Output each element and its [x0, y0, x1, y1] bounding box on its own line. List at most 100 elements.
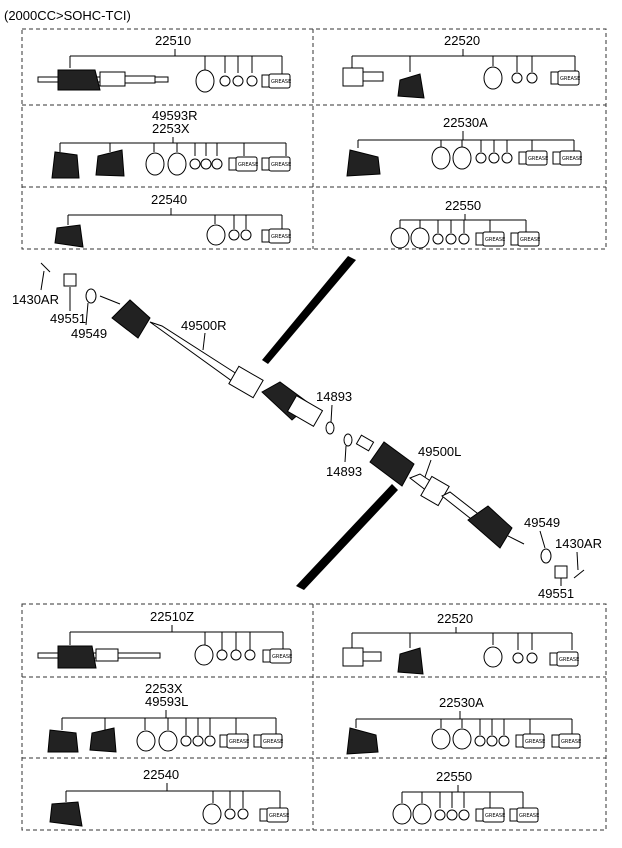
clamp-icon — [216, 649, 228, 661]
clamp-icon — [237, 808, 249, 820]
clamp-icon — [189, 158, 201, 170]
grease-tube-icon: GREASE — [551, 733, 581, 749]
snap-ring-icon — [343, 433, 353, 447]
svg-text:GREASE: GREASE — [519, 813, 539, 819]
kit-2253X-bottom-label: 2253X — [145, 681, 183, 696]
kit-22530A-group: 22530A GREASE GREASE — [346, 115, 582, 177]
boot-ring-icon — [483, 646, 503, 668]
kit-22520-bottom-group: 22520 GREASE — [342, 611, 579, 675]
svg-text:GREASE: GREASE — [562, 156, 582, 162]
boot-icon — [397, 73, 425, 99]
clamp-icon — [512, 652, 524, 664]
washer-left-label: 49549 — [71, 326, 107, 341]
grease-tube-icon: GREASE — [515, 733, 545, 749]
clamp-icon — [475, 152, 487, 164]
grease-tube-icon: GREASE — [552, 150, 582, 166]
boot-ring-icon — [194, 644, 214, 666]
shaft-right-label: 49500R — [181, 318, 227, 333]
kit-22510-label: 22510 — [155, 33, 191, 48]
kit-2253X-label: 2253X — [152, 121, 190, 136]
axle-shaft-icon — [37, 645, 161, 669]
boot-ring-icon — [452, 146, 472, 170]
clamp-icon — [526, 72, 538, 84]
bolt-right-label: 1430AR — [555, 536, 602, 551]
clamp-icon — [240, 229, 252, 241]
svg-text:GREASE: GREASE — [263, 739, 283, 745]
kit-22540-group: 22540 GREASE — [54, 192, 291, 248]
kit-22540-label: 22540 — [151, 192, 187, 207]
nut-right-label: 49551 — [538, 586, 574, 601]
svg-text:GREASE: GREASE — [561, 739, 581, 745]
bolt-left-label: 1430AR — [12, 292, 59, 307]
svg-text:GREASE: GREASE — [560, 76, 580, 82]
boot-ring-icon — [412, 803, 432, 825]
boot-icon — [49, 801, 83, 827]
boot-ring-icon — [483, 66, 503, 90]
boot-icon — [47, 729, 79, 753]
exploded-view: 1430AR 49551 49549 49500R 14893 14893 — [12, 256, 602, 601]
svg-text:GREASE: GREASE — [528, 156, 548, 162]
boot-ring-icon — [410, 227, 430, 249]
svg-text:GREASE: GREASE — [271, 162, 291, 168]
grease-tube-icon: GREASE — [509, 807, 539, 823]
bolt-right-icon — [573, 569, 585, 579]
nut-left-label: 49551 — [50, 311, 86, 326]
clamp-icon — [445, 233, 457, 245]
nut-right-icon — [554, 565, 568, 579]
boot-icon — [95, 149, 125, 177]
grease-tube-icon: GREASE — [228, 156, 258, 172]
clamp-icon — [526, 652, 538, 664]
ring-upper-label: 14893 — [316, 389, 352, 404]
grease-tube-icon: GREASE — [253, 733, 283, 749]
clamp-icon — [486, 735, 498, 747]
clamp-icon — [224, 808, 236, 820]
clamp-icon — [458, 233, 470, 245]
break-mark-upper — [262, 256, 356, 364]
clamp-icon — [244, 649, 256, 661]
clamp-icon — [446, 809, 458, 821]
kit-22520-group: 22520 GREASE — [342, 33, 580, 99]
grease-tube-icon: GREASE — [261, 156, 291, 172]
svg-text:GREASE: GREASE — [520, 237, 540, 243]
boot-ring-icon — [136, 730, 156, 752]
kit-22510Z-group: 22510Z GREASE — [37, 609, 292, 669]
grease-tube-icon: GREASE — [262, 648, 292, 664]
bolt-left-icon — [40, 262, 51, 291]
kit-22550-group: 22550 GREASE GREASE — [390, 198, 540, 249]
boot-ring-icon — [431, 146, 451, 170]
washer-left-icon — [85, 288, 97, 326]
clamp-icon — [434, 809, 446, 821]
driveshaft-right-icon — [99, 295, 324, 427]
page-title: (2000CC>SOHC-TCI) — [4, 8, 131, 23]
boot-ring-icon — [392, 803, 412, 825]
kit-49593R-label: 49593R — [152, 108, 198, 123]
kit-22550-bottom-group: 22550 GREASE GREASE — [392, 769, 539, 825]
snap-ring-icon — [325, 421, 335, 435]
svg-text:GREASE: GREASE — [525, 739, 545, 745]
svg-text:GREASE: GREASE — [238, 162, 258, 168]
boot-ring-icon — [431, 728, 451, 750]
ring-lower-label: 14893 — [326, 464, 362, 479]
boot-ring-icon — [167, 152, 187, 176]
svg-text:GREASE: GREASE — [229, 739, 249, 745]
kit-22520-bottom-label: 22520 — [437, 611, 473, 626]
break-mark-lower — [296, 484, 398, 590]
boot-icon — [51, 151, 80, 179]
clamp-icon — [192, 735, 204, 747]
grease-tube-icon: GREASE — [219, 733, 249, 749]
svg-text:GREASE: GREASE — [272, 654, 292, 660]
clamp-icon — [204, 735, 216, 747]
clamp-icon — [246, 75, 258, 87]
clamp-icon — [219, 75, 231, 87]
boot-ring-icon — [202, 803, 222, 825]
boot-icon — [54, 224, 84, 248]
kit-22530A-bottom-label: 22530A — [439, 695, 484, 710]
kit-22540-bottom-group: 22540 GREASE — [49, 767, 289, 827]
boot-ring-icon — [452, 728, 472, 750]
boot-ring-icon — [390, 227, 410, 249]
clamp-icon — [488, 152, 500, 164]
clamp-icon — [232, 75, 244, 87]
kit-49593L-label: 49593L — [145, 694, 188, 709]
svg-text:GREASE: GREASE — [485, 237, 505, 243]
axle-shaft-icon — [37, 69, 169, 91]
